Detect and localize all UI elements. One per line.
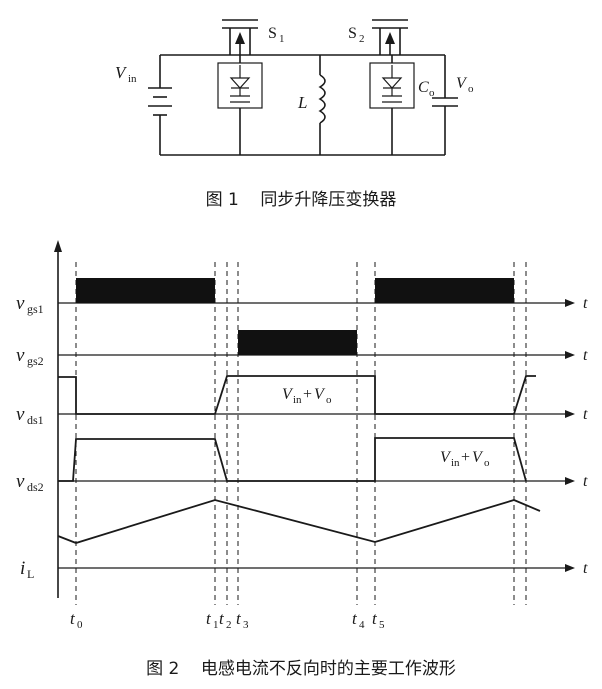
vgs1-subscript: gs1 (27, 302, 44, 316)
t3-subscript: 3 (243, 619, 249, 631)
t2-subscript: 2 (226, 619, 232, 631)
t1-subscript: 1 (213, 619, 219, 631)
vin-subscript: in (128, 73, 137, 85)
il-label: i (20, 558, 25, 579)
s2-subscript: 2 (359, 33, 365, 45)
t4-label: t (352, 609, 358, 628)
svg-text:o: o (484, 457, 490, 469)
s1-label: S (268, 25, 277, 42)
vgs1-pulse (375, 278, 514, 303)
svg-text:V: V (472, 449, 484, 466)
s1-mosfet-icon (217, 19, 263, 155)
vds2-amplitude-annotation: V in + V o (440, 449, 490, 469)
vo-subscript: o (468, 83, 474, 95)
svg-text:V: V (440, 449, 452, 466)
s2-label: S (348, 25, 357, 42)
axis-t-label-il: t (583, 560, 588, 577)
co-label: C (418, 79, 429, 96)
co-subscript: o (429, 87, 435, 99)
vin-label: V (115, 63, 128, 82)
vgs2-label: v (16, 345, 25, 366)
svg-text:o: o (326, 394, 332, 406)
t5-label: t (372, 609, 378, 628)
t2-label: t (219, 609, 225, 628)
svg-text:in: in (451, 457, 460, 469)
axis-t-label-vgs1: t (583, 295, 588, 312)
vin-battery-icon (148, 85, 172, 125)
vds2-waveform (58, 437, 527, 482)
inductor-icon (318, 74, 326, 124)
t1-label: t (206, 609, 212, 628)
t4-subscript: 4 (359, 619, 365, 631)
svg-text:in: in (293, 394, 302, 406)
figure2-caption: 图 2 电感电流不反向时的主要工作波形 (146, 659, 456, 679)
figure1-caption: 图 1 同步升降压变换器 (206, 190, 397, 210)
t3-label: t (236, 609, 242, 628)
svg-text:+: + (303, 386, 312, 403)
svg-text:V: V (314, 386, 326, 403)
s1-subscript: 1 (279, 33, 285, 45)
t0-label: t (70, 609, 76, 628)
vds1-label: v (16, 404, 25, 425)
time-markers (75, 262, 527, 605)
vertical-axis-arrow-icon (54, 240, 62, 252)
axis-t-label-vgs2: t (583, 347, 588, 364)
vo-label: V (456, 75, 468, 92)
co-capacitor-icon (432, 97, 458, 107)
svg-text:V: V (282, 386, 294, 403)
vds1-amplitude-annotation: V in + V o (282, 386, 332, 406)
vgs1-label: v (16, 293, 25, 314)
vgs1-pulse (76, 278, 215, 303)
buck-boost-circuit: V in S 1 L (115, 19, 474, 156)
vds1-subscript: ds1 (27, 413, 44, 427)
t5-subscript: 5 (379, 619, 385, 631)
t0-subscript: 0 (77, 619, 83, 631)
s2-mosfet-icon (369, 19, 415, 155)
vds1-waveform (58, 375, 536, 415)
axis-t-label-vds1: t (583, 406, 588, 423)
waveform-diagram: t t t t t v gs1 v gs2 v ds1 v ds2 i L V … (16, 240, 588, 631)
inductor-label: L (297, 93, 307, 112)
svg-text:+: + (461, 449, 470, 466)
vgs2-subscript: gs2 (27, 354, 44, 368)
axis-t-label-vds2: t (583, 473, 588, 490)
vgs2-pulse (238, 330, 357, 355)
il-subscript: L (27, 567, 34, 581)
vds2-subscript: ds2 (27, 480, 44, 494)
vds2-label: v (16, 471, 25, 492)
il-waveform (57, 499, 541, 544)
